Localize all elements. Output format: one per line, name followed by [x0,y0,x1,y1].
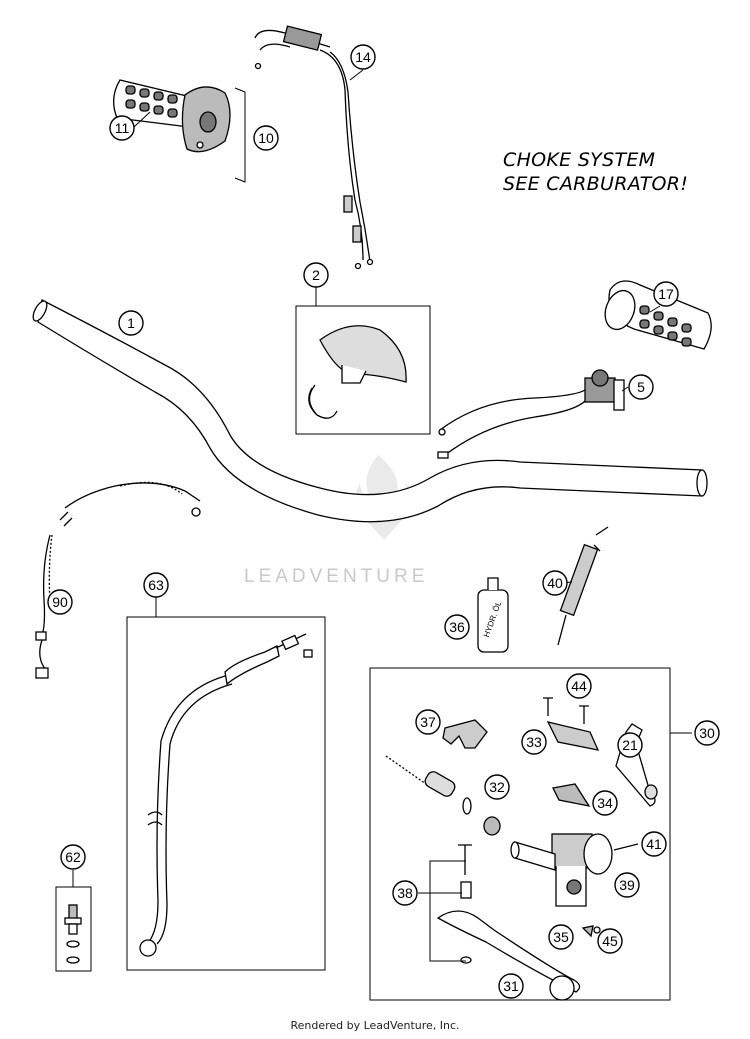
callout-33: 33 [521,729,547,755]
part-30-frame [369,667,671,1001]
svg-text:1: 1 [127,315,135,331]
svg-text:10: 10 [258,130,274,146]
callout-1: 1 [118,310,144,336]
left-grip-part [604,280,712,350]
svg-text:40: 40 [547,575,563,591]
callout-35: 35 [548,924,574,950]
callout-38-bracket [429,860,466,962]
svg-text:39: 39 [619,877,635,893]
choke-system-note: CHOKE SYSTEM SEE CARBURATOR! [503,148,688,196]
footer-credit: Rendered by LeadVenture, Inc. [290,1019,460,1032]
callout-36: 36 [444,614,470,640]
callout-62: 62 [60,844,86,870]
callout-32: 32 [484,774,510,800]
callout-41: 41 [641,831,667,857]
svg-text:45: 45 [602,933,618,949]
svg-text:14: 14 [355,49,371,65]
callout-40: 40 [542,570,568,596]
callout-39: 39 [614,872,640,898]
callout-14: 14 [350,44,376,70]
callout-90: 90 [47,589,73,615]
callout-30: 30 [694,720,720,746]
svg-text:90: 90 [52,594,68,610]
svg-text:30: 30 [699,725,715,741]
svg-text:44: 44 [571,678,587,694]
callout-5: 5 [628,374,654,400]
hydraulic-oil-bottle-part: HYDR. ÖL [477,577,509,653]
svg-text:11: 11 [115,120,130,136]
svg-text:5: 5 [637,379,645,395]
callout-37: 37 [415,709,441,735]
callout-45: 45 [597,928,623,954]
svg-text:35: 35 [553,929,569,945]
svg-text:32: 32 [489,779,505,795]
throttle-cables-part [254,25,374,270]
callout-44: 44 [566,673,592,699]
svg-text:34: 34 [597,795,613,811]
part-63-frame [126,616,326,971]
watermark-text: LEADVENTURE [244,566,429,587]
bar-pad-part [308,325,407,419]
svg-text:17: 17 [658,286,674,302]
hydraulic-line-part [139,633,313,957]
svg-text:21: 21 [622,737,638,753]
callout-11: 11 [109,115,135,141]
part-2-frame [295,305,431,435]
throttle-grip-part [113,79,231,153]
note-line-2: SEE CARBURATOR! [503,173,689,195]
svg-text:37: 37 [420,714,436,730]
master-cylinder-parts [385,697,658,1001]
callout-10: 10 [253,125,279,151]
callout-38: 38 [392,880,418,906]
callout-31: 31 [498,973,524,999]
syringe-part [557,526,609,646]
note-line-1: CHOKE SYSTEM [503,149,656,171]
svg-text:41: 41 [646,836,662,852]
clutch-cable-part [35,481,201,679]
svg-text:31: 31 [503,978,519,994]
callout-17: 17 [653,281,679,307]
svg-text:2: 2 [312,267,320,283]
svg-text:33: 33 [526,734,542,750]
callout-63: 63 [143,572,169,598]
bleed-screw-part [64,904,82,964]
svg-text:36: 36 [449,619,465,635]
callout-21: 21 [617,732,643,758]
svg-text:63: 63 [148,577,164,593]
housing-bracket-line [234,87,246,183]
svg-text:38: 38 [397,885,413,901]
handlebar-part [32,299,708,523]
kill-switch-part [437,369,625,459]
callout-2: 2 [303,262,329,288]
svg-text:62: 62 [65,849,81,865]
callout-34: 34 [592,790,618,816]
